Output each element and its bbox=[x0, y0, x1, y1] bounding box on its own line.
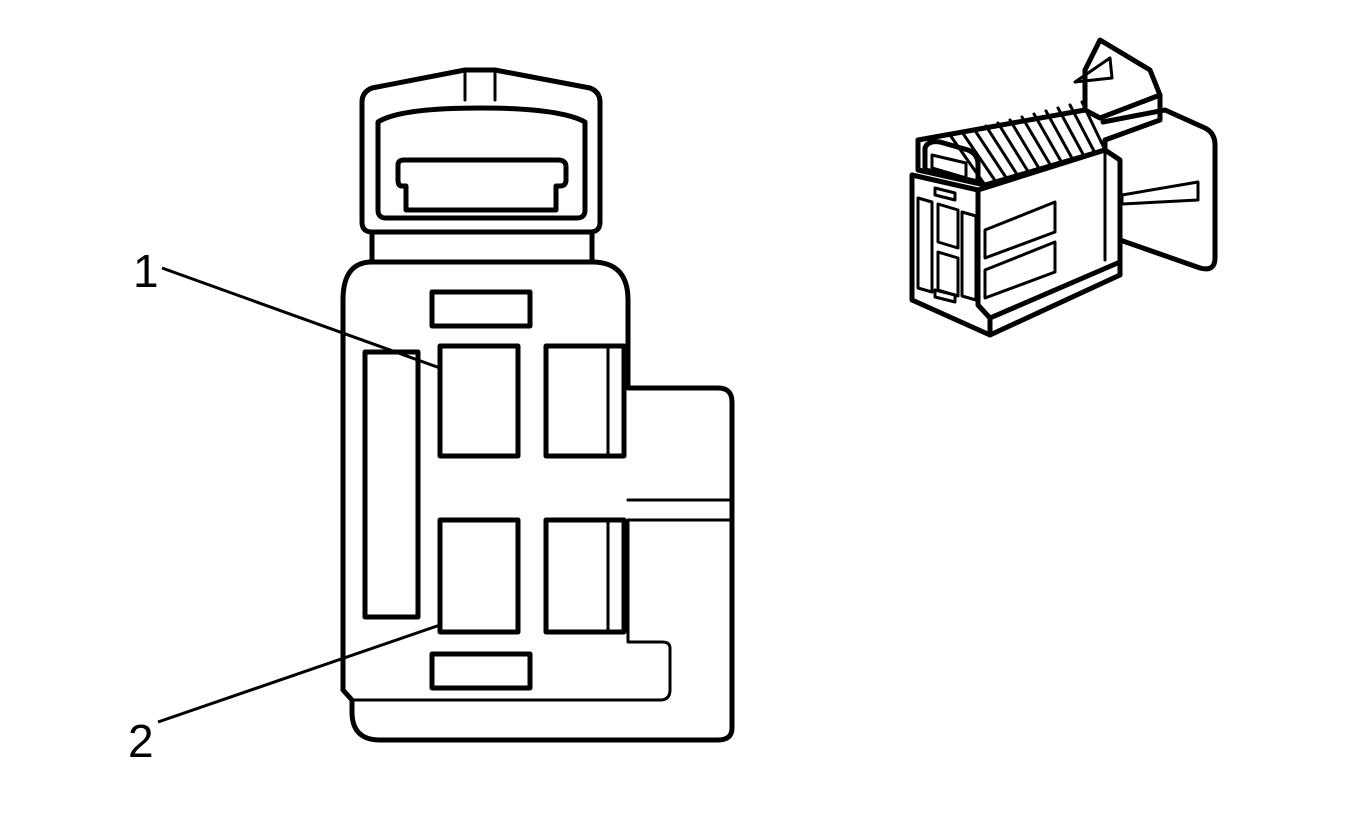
housing-ribs bbox=[948, 100, 1107, 187]
top-key-slot bbox=[429, 289, 533, 329]
connector-body bbox=[340, 259, 735, 743]
callout-1: 1 bbox=[133, 245, 441, 370]
latch-housing bbox=[359, 67, 603, 265]
leader-line-1 bbox=[161, 266, 441, 370]
connector-face-view bbox=[340, 67, 735, 743]
terminal-cavity-1 bbox=[437, 343, 521, 459]
connector-isometric-view bbox=[909, 37, 1218, 338]
right-cavity-upper bbox=[543, 343, 627, 459]
bottom-key-slot bbox=[429, 651, 533, 691]
callout-2: 2 bbox=[128, 623, 441, 767]
left-lock-slot bbox=[362, 349, 421, 620]
leader-line-2 bbox=[157, 623, 441, 724]
callout-label-2: 2 bbox=[128, 715, 154, 767]
terminal-cavity-2 bbox=[437, 517, 521, 635]
callout-label-1: 1 bbox=[133, 245, 159, 297]
right-cavity-lower bbox=[543, 517, 627, 635]
